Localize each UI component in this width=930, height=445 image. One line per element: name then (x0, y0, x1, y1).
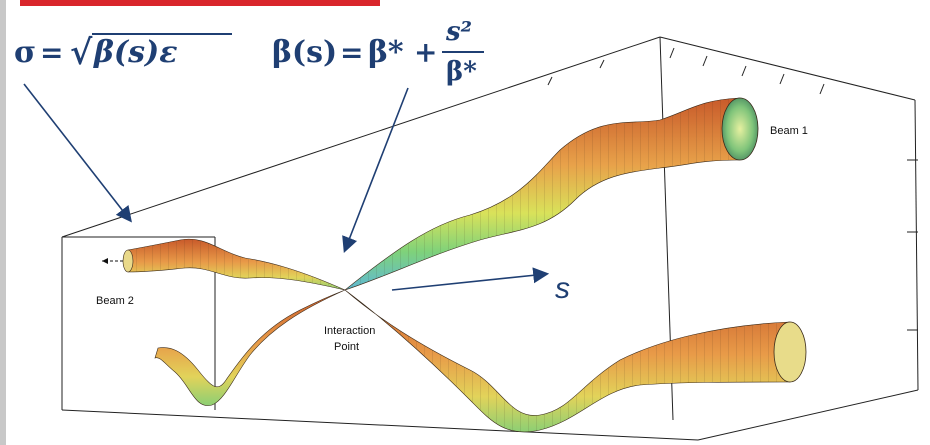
formula-beta-eq: = (340, 36, 363, 69)
beam1-upper-tube (345, 98, 758, 290)
beam-lower-left-tube (155, 290, 345, 406)
formula-beta: β(s) = β* + s² β* (272, 17, 484, 87)
beam2-left-tube (102, 239, 345, 290)
left-border (0, 0, 6, 445)
formula-sigma-body: β(s)ε (93, 35, 177, 70)
beam-lower-right-tube (345, 290, 806, 432)
formula-beta-term1: β* (368, 35, 404, 70)
interaction-point-label-line1: Interaction (324, 325, 375, 337)
beam1-label: Beam 1 (770, 125, 808, 137)
beam1-end-cap (722, 98, 758, 160)
beam-lower-end-cap (774, 322, 806, 382)
s-axis-arrow (392, 274, 546, 290)
formula-sigma-eq: = (40, 36, 63, 69)
formula-beta-numerator: s² (445, 17, 472, 47)
formula-sigma: σ = √ β(s)ε (14, 33, 232, 73)
formula-beta-lhs: β(s) (272, 35, 337, 70)
formula-sigma-sqrt: √ (70, 33, 93, 73)
formula-beta-plus: + (414, 36, 437, 69)
formula-beta-denominator: β* (446, 57, 477, 87)
interaction-point-label-line2: Point (334, 341, 359, 353)
s-axis-label: s (555, 272, 570, 305)
beam2-label: Beam 2 (96, 295, 134, 307)
sigma-arrow (24, 84, 130, 220)
formula-sigma-lhs: σ (14, 35, 36, 70)
title-banner-fragment (20, 0, 380, 6)
beta-arrow (345, 88, 408, 250)
